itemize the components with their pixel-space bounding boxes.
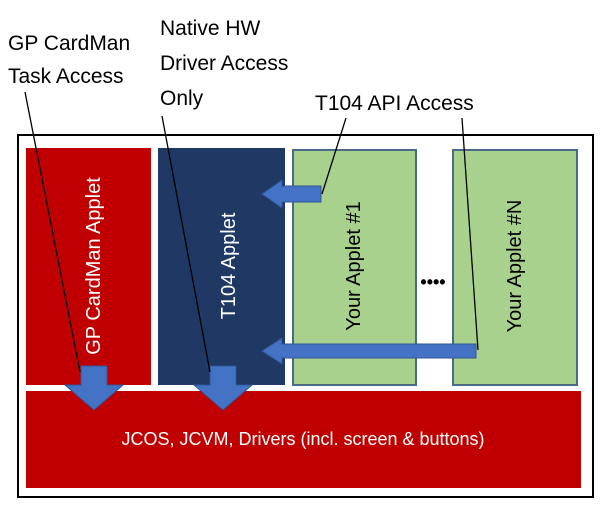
your-applet-n-block [452,149,578,386]
t104-applet-label: T104 Applet [218,212,240,319]
t104-down-arrow [192,365,254,411]
os-layer-block [26,391,581,488]
native-access-line-1: Native HW [160,17,261,40]
cardman-down-arrow [63,365,125,411]
cardman-callout-line [24,91,81,373]
your-applet-1-label: Your Applet #1 [343,201,365,330]
api-arrow-lower [261,337,477,365]
api-arrow-upper [261,179,322,209]
cardman-applet-label: GP CardMan Applet [83,177,105,355]
t104-applet-block [158,148,285,385]
t104-callout-line-left [321,117,347,195]
applet-ellipsis: •••• [420,272,445,292]
cardman-access-line-1: GP CardMan [8,32,130,55]
your-applet-n-label: Your Applet #N [504,200,526,333]
t104-access-label: T104 API Access [315,92,474,115]
native-access-label: Native HW Driver Access Only [160,17,294,110]
native-callout-line [161,115,211,373]
cardman-access-line-2: Task Access [8,65,124,88]
os-layer-label: JCOS, JCVM, Drivers (incl. screen & butt… [121,429,484,449]
cardman-applet-block [26,148,151,385]
cardman-access-label: GP CardMan Task Access [8,32,136,88]
t104-callout-line-right [461,117,479,351]
native-access-line-2: Driver Access [160,52,288,75]
native-access-line-3: Only [160,87,204,110]
